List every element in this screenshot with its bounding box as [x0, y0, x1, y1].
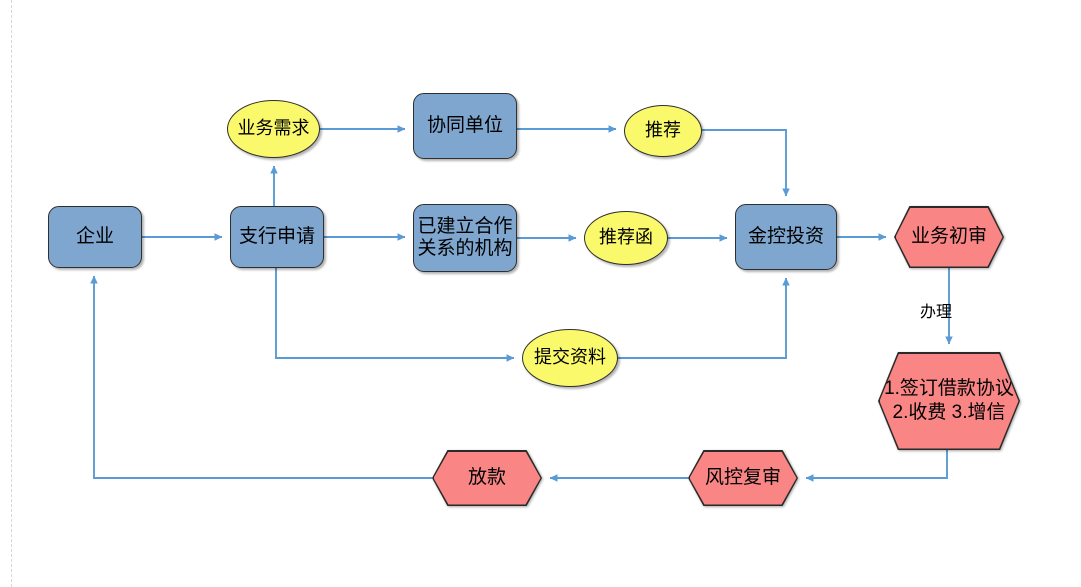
- node-yewu-xuqiu-label: 业务需求: [237, 118, 310, 139]
- node-fangkuan[interactable]: 放款: [432, 450, 542, 506]
- edge-zhihang-tijiaoziliao: [275, 268, 515, 362]
- node-yewu-chushen-label: 业务初审: [910, 226, 987, 248]
- node-tuijianhan[interactable]: 推荐函: [584, 211, 668, 265]
- node-fengkong-fushen-label: 风控复审: [704, 467, 781, 489]
- node-tijiao-ziliao-label: 提交资料: [534, 347, 606, 368]
- node-yewu-xuqiu[interactable]: 业务需求: [227, 100, 320, 158]
- node-qiye-label: 企业: [75, 225, 114, 247]
- node-xietong-danwei-label: 协同单位: [426, 114, 503, 136]
- node-yewu-chushen[interactable]: 业务初审: [894, 206, 1004, 268]
- page-margin-guide: [11, 0, 12, 587]
- node-yijianli-hezuo-jigou-label: 已建立合作 关系的机构: [417, 215, 513, 259]
- edge-label-banli: 办理: [920, 298, 952, 322]
- node-fangkuan-label: 放款: [467, 467, 506, 489]
- edge-qianding-fengkong: [805, 450, 948, 482]
- edge-label-banli-text: 办理: [920, 304, 953, 321]
- node-tuijian[interactable]: 推荐: [624, 105, 702, 157]
- node-jinkong-touzi-label: 金控投资: [747, 225, 824, 247]
- node-qianding-jiekuan-xieyi-label: 1.签订借款协议 2.收费 3.增信: [884, 378, 1014, 423]
- node-zhihang-shenqing-label: 支行申请: [238, 225, 315, 247]
- node-fengkong-fushen[interactable]: 风控复审: [688, 450, 798, 506]
- node-tuijian-label: 推荐: [645, 120, 681, 141]
- node-qiye[interactable]: 企业: [48, 206, 142, 268]
- node-yijianli-hezuo-jigou[interactable]: 已建立合作 关系的机构: [413, 204, 517, 272]
- node-xietong-danwei[interactable]: 协同单位: [413, 93, 517, 159]
- edge-tuijian-jinkong: [702, 129, 790, 197]
- node-jinkong-touzi[interactable]: 金控投资: [735, 204, 837, 270]
- edge-fangkuan-qiye: [90, 275, 432, 479]
- node-qianding-jiekuan-xieyi[interactable]: 1.签订借款协议 2.收费 3.增信: [878, 352, 1020, 450]
- node-tijiao-ziliao[interactable]: 提交资料: [522, 329, 618, 387]
- node-zhihang-shenqing[interactable]: 支行申请: [230, 206, 324, 268]
- node-tuijianhan-label: 推荐函: [599, 227, 653, 248]
- edge-tijiaoziliao-jinkong: [618, 277, 790, 359]
